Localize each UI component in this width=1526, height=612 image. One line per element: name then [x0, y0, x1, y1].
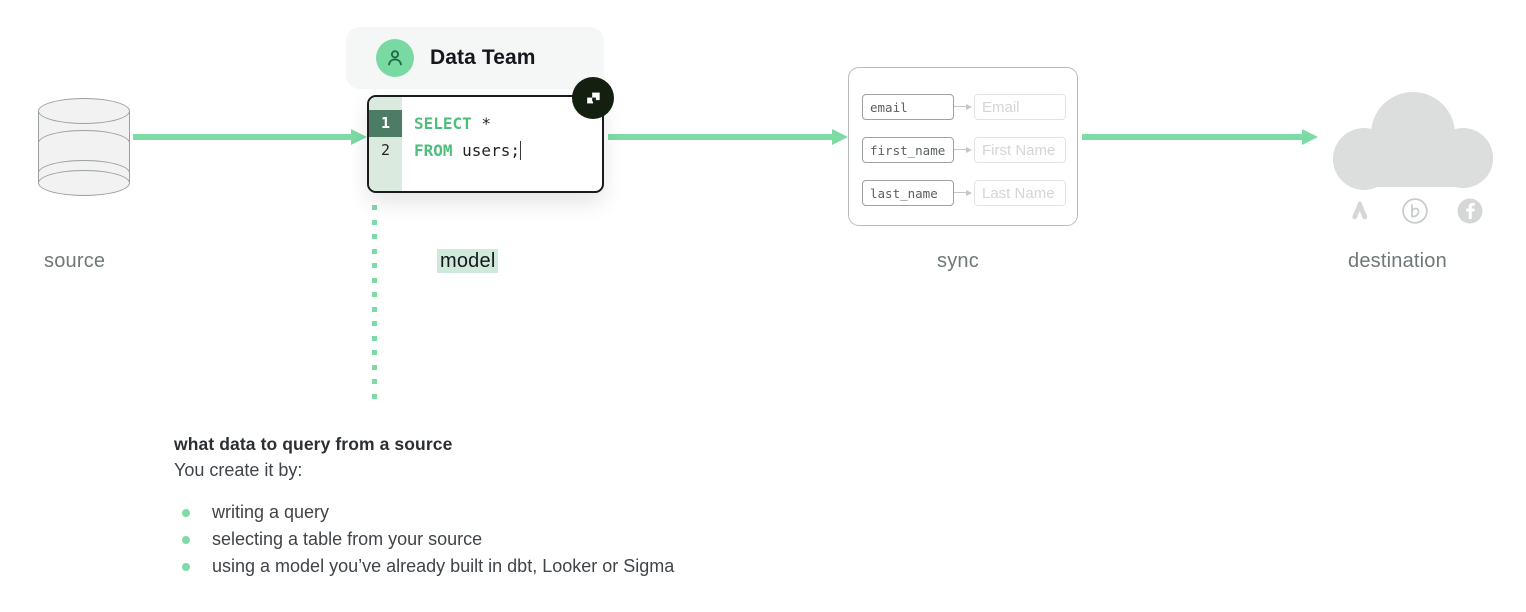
list-item: selecting a table from your source: [174, 526, 874, 553]
arrow-right-icon: [954, 102, 974, 112]
copy-subheading: You create it by:: [174, 460, 303, 480]
list-item-label: using a model you’ve already built in db…: [212, 556, 675, 576]
source-field[interactable]: last_name: [862, 180, 954, 206]
line-content: FROM users;: [402, 141, 522, 160]
destination-field[interactable]: Email: [974, 94, 1066, 120]
line-content: SELECT *: [402, 114, 491, 133]
source-field[interactable]: email: [862, 94, 954, 120]
sql-keyword: FROM: [414, 141, 453, 160]
label-model: model: [437, 249, 499, 273]
arrow-right-icon: [954, 188, 974, 198]
destination-app-icons: [1345, 196, 1485, 231]
sync-field-mapping[interactable]: email Email first_name First Name last_n…: [848, 67, 1078, 226]
data-team-label: Data Team: [430, 46, 536, 69]
sql-text: *: [471, 114, 492, 133]
bullet-dot: [182, 562, 190, 571]
line-number: 1: [369, 110, 402, 137]
sql-editor[interactable]: 1 SELECT * 2 FROM users;: [367, 95, 604, 193]
mapping-row[interactable]: first_name First Name: [862, 137, 1066, 163]
list-item-label: selecting a table from your source: [212, 529, 483, 549]
list-item-label: writing a query: [212, 502, 330, 522]
source-field[interactable]: first_name: [862, 137, 954, 163]
sql-keyword: SELECT: [414, 114, 472, 133]
sql-text: users;: [452, 141, 520, 160]
flow-arrow-1: [133, 129, 367, 145]
flow-arrow-2: [608, 129, 848, 145]
copy-bullet-list: writing a query selecting a table from y…: [174, 499, 874, 580]
person-icon: [376, 39, 414, 77]
cloud-icon: [1333, 92, 1493, 190]
label-destination: destination: [1348, 250, 1447, 272]
label-source: source: [44, 250, 106, 272]
destination-field[interactable]: Last Name: [974, 180, 1066, 206]
text-caret: [519, 141, 522, 160]
data-team-badge[interactable]: Data Team: [346, 27, 604, 89]
google-ads-icon: [1345, 196, 1375, 231]
label-model-text: model: [437, 249, 499, 273]
arrow-right-icon: [954, 145, 974, 155]
list-item: using a model you’ve already built in db…: [174, 553, 874, 580]
dotted-connector: [372, 205, 378, 400]
line-number: 2: [380, 141, 391, 159]
editor-line-2[interactable]: 2 FROM users;: [369, 137, 602, 164]
editor-line-1[interactable]: 1 SELECT *: [369, 110, 602, 137]
cursor-flag-icon[interactable]: [572, 77, 614, 119]
facebook-icon: [1455, 196, 1485, 231]
copy-heading: what data to query from a source: [174, 434, 453, 454]
mapping-row[interactable]: last_name Last Name: [862, 180, 1066, 206]
mapping-row[interactable]: email Email: [862, 94, 1066, 120]
list-item: writing a query: [174, 499, 874, 526]
flow-arrow-3: [1082, 129, 1322, 145]
braze-icon: [1400, 196, 1430, 231]
database-icon: [38, 98, 130, 196]
bullet-dot: [182, 508, 190, 517]
destination-field[interactable]: First Name: [974, 137, 1066, 163]
description-block: what data to query from a source You cre…: [174, 434, 874, 580]
label-sync: sync: [937, 250, 979, 272]
bullet-dot: [182, 535, 190, 544]
